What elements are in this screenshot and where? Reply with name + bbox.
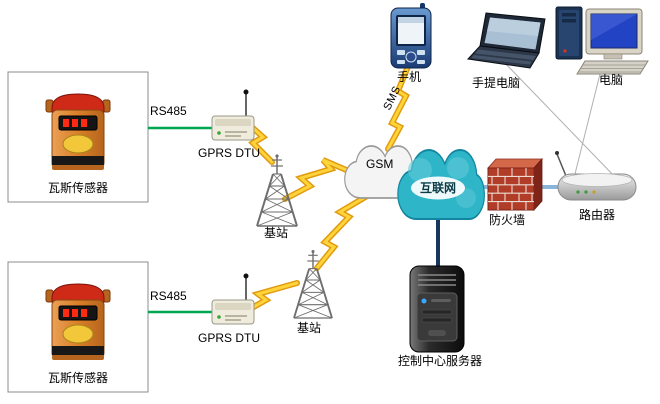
base-station-label-1: 基站 — [264, 226, 289, 240]
lightning-bolt-dtu2-base2 — [247, 280, 300, 312]
rs485-label-top: RS485 — [150, 104, 187, 118]
laptop-label: 手提电脑 — [472, 76, 521, 90]
gas-sensor-label-1: 瓦斯传感器 — [47, 181, 108, 195]
gas-sensor-device-1 — [45, 93, 111, 171]
lightning-bolt-sms-phone-gsm — [385, 61, 412, 152]
rs485-label-bottom: RS485 — [150, 289, 187, 303]
server-icon — [409, 265, 465, 353]
mobile-phone-label: 手机 — [397, 70, 422, 84]
internet-cloud-icon — [396, 149, 486, 220]
gprs-dtu-label-1: GPRS DTU — [198, 146, 261, 160]
gprs-dtu-device-1 — [211, 88, 255, 141]
base-station-label-2: 基站 — [297, 321, 322, 335]
lightning-bolt-base2-gsm — [314, 193, 370, 271]
gprs-dtu-device-2 — [211, 272, 255, 325]
mobile-phone-icon — [390, 3, 432, 69]
lightning-bolt-base1-gsm — [282, 157, 354, 202]
base-station-tower-1 — [256, 153, 298, 227]
internet-label: 互联网 — [419, 181, 456, 195]
gsm-label: GSM — [366, 157, 394, 171]
control-server-label: 控制中心服务器 — [398, 354, 483, 368]
router-icon — [555, 151, 637, 201]
link-line-laptop-router — [504, 62, 617, 179]
desktop-pc-icon — [555, 6, 649, 75]
desktop-pc-label: 电脑 — [599, 73, 624, 87]
firewall-label: 防火墙 — [489, 213, 526, 227]
gas-sensor-device-2 — [45, 283, 111, 361]
firewall-icon — [487, 157, 543, 212]
gas-sensor-label-2: 瓦斯传感器 — [47, 371, 108, 385]
link-line-desktop-router — [573, 73, 601, 179]
router-label: 路由器 — [579, 208, 616, 222]
gprs-dtu-label-2: GPRS DTU — [198, 331, 261, 345]
laptop-icon — [466, 12, 546, 69]
